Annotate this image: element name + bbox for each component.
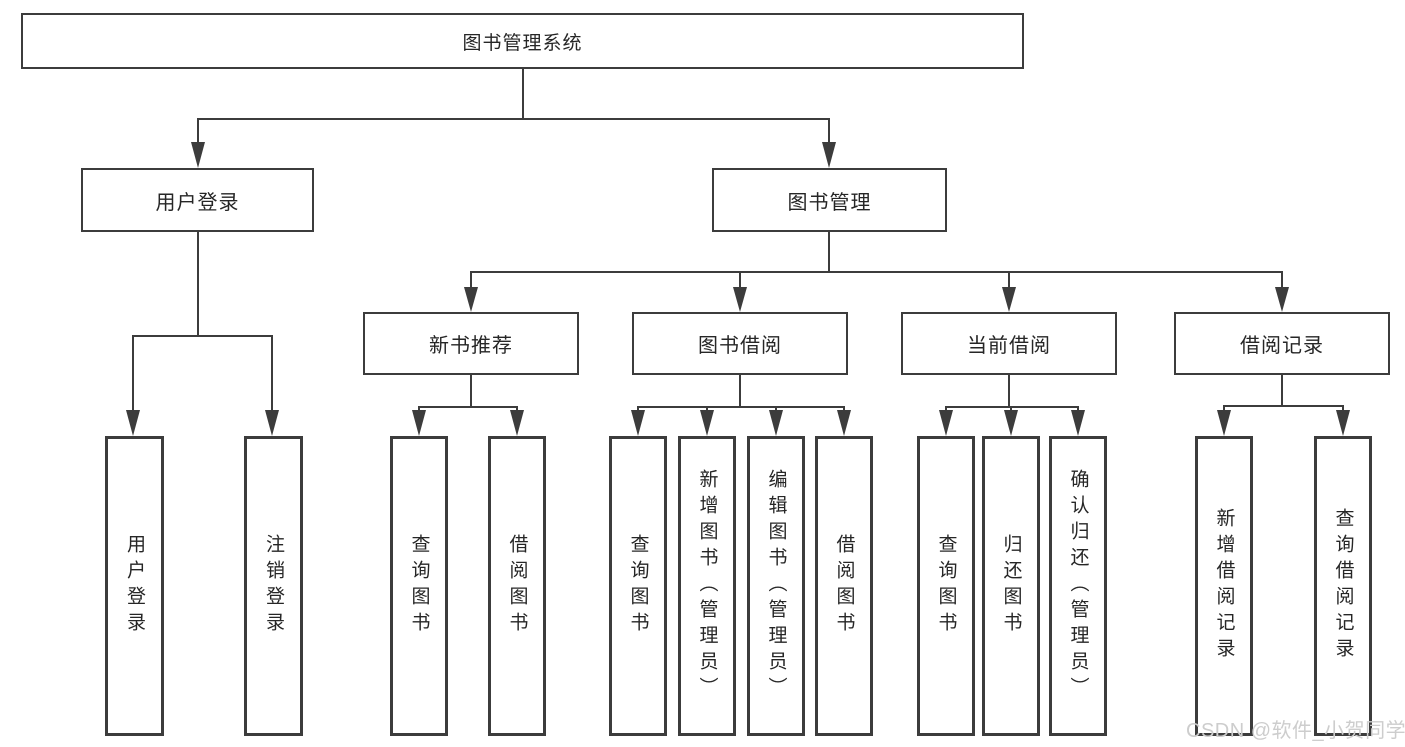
connector-borrow-drops (637, 406, 845, 413)
node-book-borrow: 图书借阅 (632, 312, 848, 375)
leaf-recommend-query-books: 查询图书 (390, 436, 448, 736)
arrowhead-leaf-cur-confirm (1071, 410, 1085, 436)
node-book-management: 图书管理 (712, 168, 947, 232)
arrowhead-leaf-user-login (126, 410, 140, 436)
connector-userlogin-drops (132, 335, 273, 412)
arrowhead-borrow (733, 287, 747, 312)
leaf-records-query-record: 查询借阅记录 (1314, 436, 1372, 736)
leaf-borrow-add-books-admin: 新增图书（管理员） (678, 436, 736, 736)
node-user-login: 用户登录 (81, 168, 314, 232)
leaf-borrow-borrow-books: 借阅图书 (815, 436, 873, 736)
arrowhead-current (1002, 287, 1016, 312)
arrowhead-leaf-bor-edit (769, 410, 783, 436)
arrowhead-user-login (191, 142, 205, 168)
leaf-current-query-books: 查询图书 (917, 436, 975, 736)
arrowhead-leaf-rec-query (412, 410, 426, 436)
arrowhead-leaf-bor-add (700, 410, 714, 436)
leaf-current-return-books: 归还图书 (982, 436, 1040, 736)
connector-level2-drops (470, 271, 1283, 290)
arrowhead-leaf-rec-borrow (510, 410, 524, 436)
arrowhead-leaf-logout (265, 410, 279, 436)
node-borrow-records: 借阅记录 (1174, 312, 1390, 375)
arrowhead-leaf-cur-return (1004, 410, 1018, 436)
node-current-borrow: 当前借阅 (901, 312, 1117, 375)
leaf-borrow-edit-books-admin: 编辑图书（管理员） (747, 436, 805, 736)
watermark-text: CSDN @软件_小贺同学 (1186, 720, 1405, 742)
leaf-recommend-borrow-books: 借阅图书 (488, 436, 546, 736)
arrowhead-book-management (822, 142, 836, 168)
arrowhead-leaf-rec-add-record (1217, 410, 1231, 436)
arrowhead-leaf-rec-query-record (1336, 410, 1350, 436)
arrowhead-leaf-bor-borrow (837, 410, 851, 436)
arrowhead-leaf-bor-query (631, 410, 645, 436)
node-root: 图书管理系统 (21, 13, 1024, 69)
leaf-user-login: 用户登录 (105, 436, 164, 736)
leaf-current-confirm-return-admin: 确认归还（管理员） (1049, 436, 1107, 736)
leaf-borrow-query-books: 查询图书 (609, 436, 667, 736)
arrowheads (126, 142, 1350, 436)
node-new-book-recommend: 新书推荐 (363, 312, 579, 375)
leaf-records-add-record: 新增借阅记录 (1195, 436, 1253, 736)
leaf-logout: 注销登录 (244, 436, 303, 736)
arrowhead-recommend (464, 287, 478, 312)
arrowhead-records (1275, 287, 1289, 312)
arrowhead-leaf-cur-query (939, 410, 953, 436)
